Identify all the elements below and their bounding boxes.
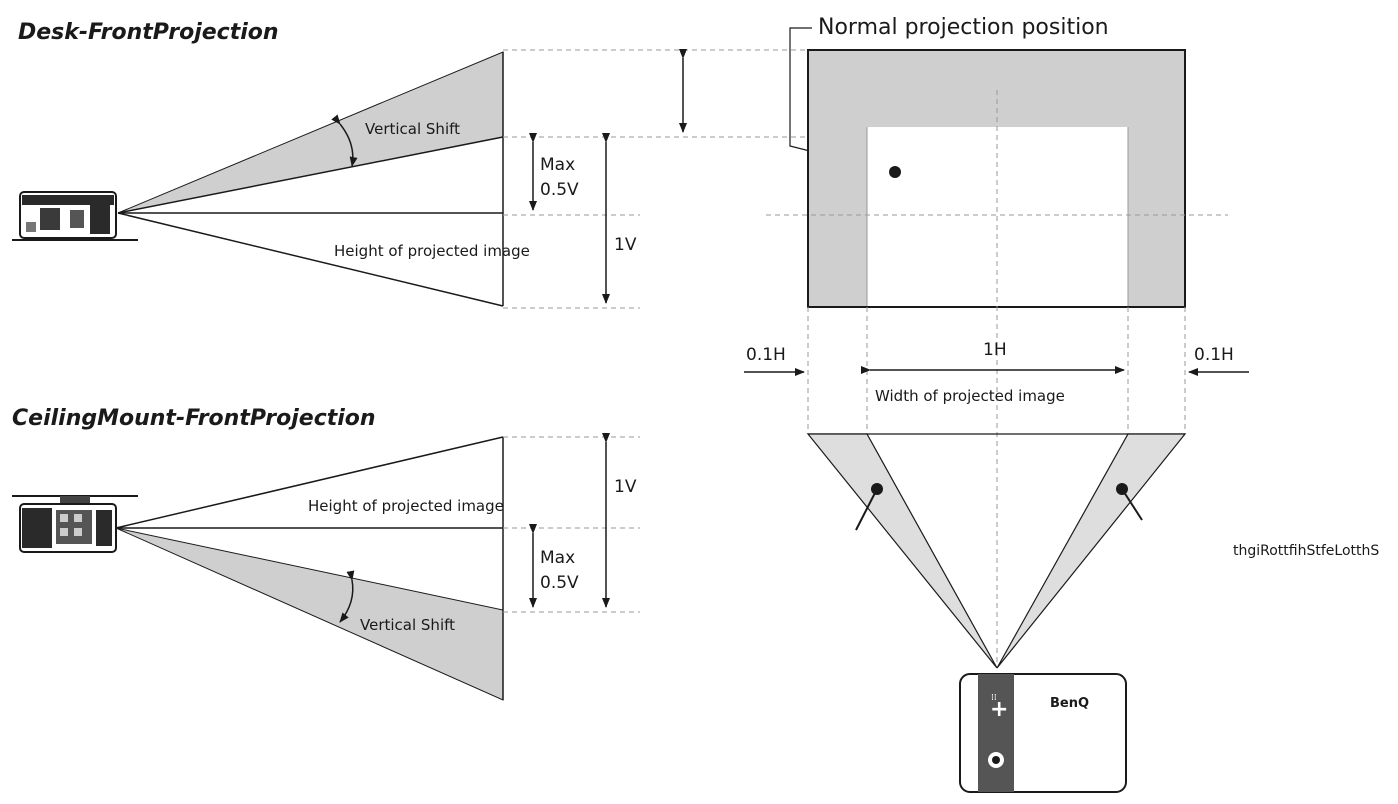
width-label: Width of projected image — [875, 387, 1065, 405]
one-h-label: 1H — [983, 340, 1007, 360]
ceiling-projector-icon — [12, 495, 138, 553]
desk-max-label: Max — [540, 155, 575, 175]
ceiling-title: CeilingMount-FrontProjection — [12, 406, 376, 431]
desk-one-v-label: 1V — [614, 235, 637, 255]
left-shift-wedge — [806, 433, 998, 669]
ceiling-half-v-label: 0.5V — [540, 573, 579, 593]
ceiling-vertical-shift-label: Vertical Shift — [360, 616, 455, 634]
ceiling-height-label: Height of projected image — [308, 497, 504, 515]
ceiling-front-projection: CeilingMount-FrontProjection Vertical Sh… — [12, 406, 640, 701]
ceiling-shift-arc — [339, 570, 355, 623]
svg-text:⁞⁞: ⁞⁞ — [991, 693, 997, 703]
desk-shift-arc — [331, 114, 358, 167]
ceiling-shift-wedge — [115, 527, 504, 701]
left-shift-label: 0.1H — [746, 345, 786, 365]
desk-title: Desk-FrontProjection — [18, 20, 279, 45]
mirrored-caption: thgiRottfihStfeLotthS — [1233, 543, 1379, 559]
desk-projector-icon — [12, 191, 138, 241]
svg-text:+: + — [990, 697, 1008, 722]
right-shift-wedge — [996, 433, 1187, 669]
desk-front-projection: Desk-FrontProjection Vertical Shift — [12, 20, 812, 309]
horizontal-shift-diagram: Normal projection position 1H Width of p… — [744, 15, 1379, 793]
ceiling-max-label: Max — [540, 548, 575, 568]
brand-logo: BenQ — [1050, 696, 1089, 711]
desk-height-label: Height of projected image — [334, 242, 530, 260]
normal-position-dot — [889, 166, 901, 178]
projector-top-view-icon: + ⁞⁞ BenQ — [959, 673, 1127, 793]
desk-half-v-label: 0.5V — [540, 180, 579, 200]
normal-position-label: Normal projection position — [818, 15, 1109, 40]
right-shift-label: 0.1H — [1194, 345, 1234, 365]
ceiling-one-v-label: 1V — [614, 477, 637, 497]
desk-image-wedge — [118, 137, 503, 306]
desk-vertical-shift-label: Vertical Shift — [365, 120, 460, 138]
